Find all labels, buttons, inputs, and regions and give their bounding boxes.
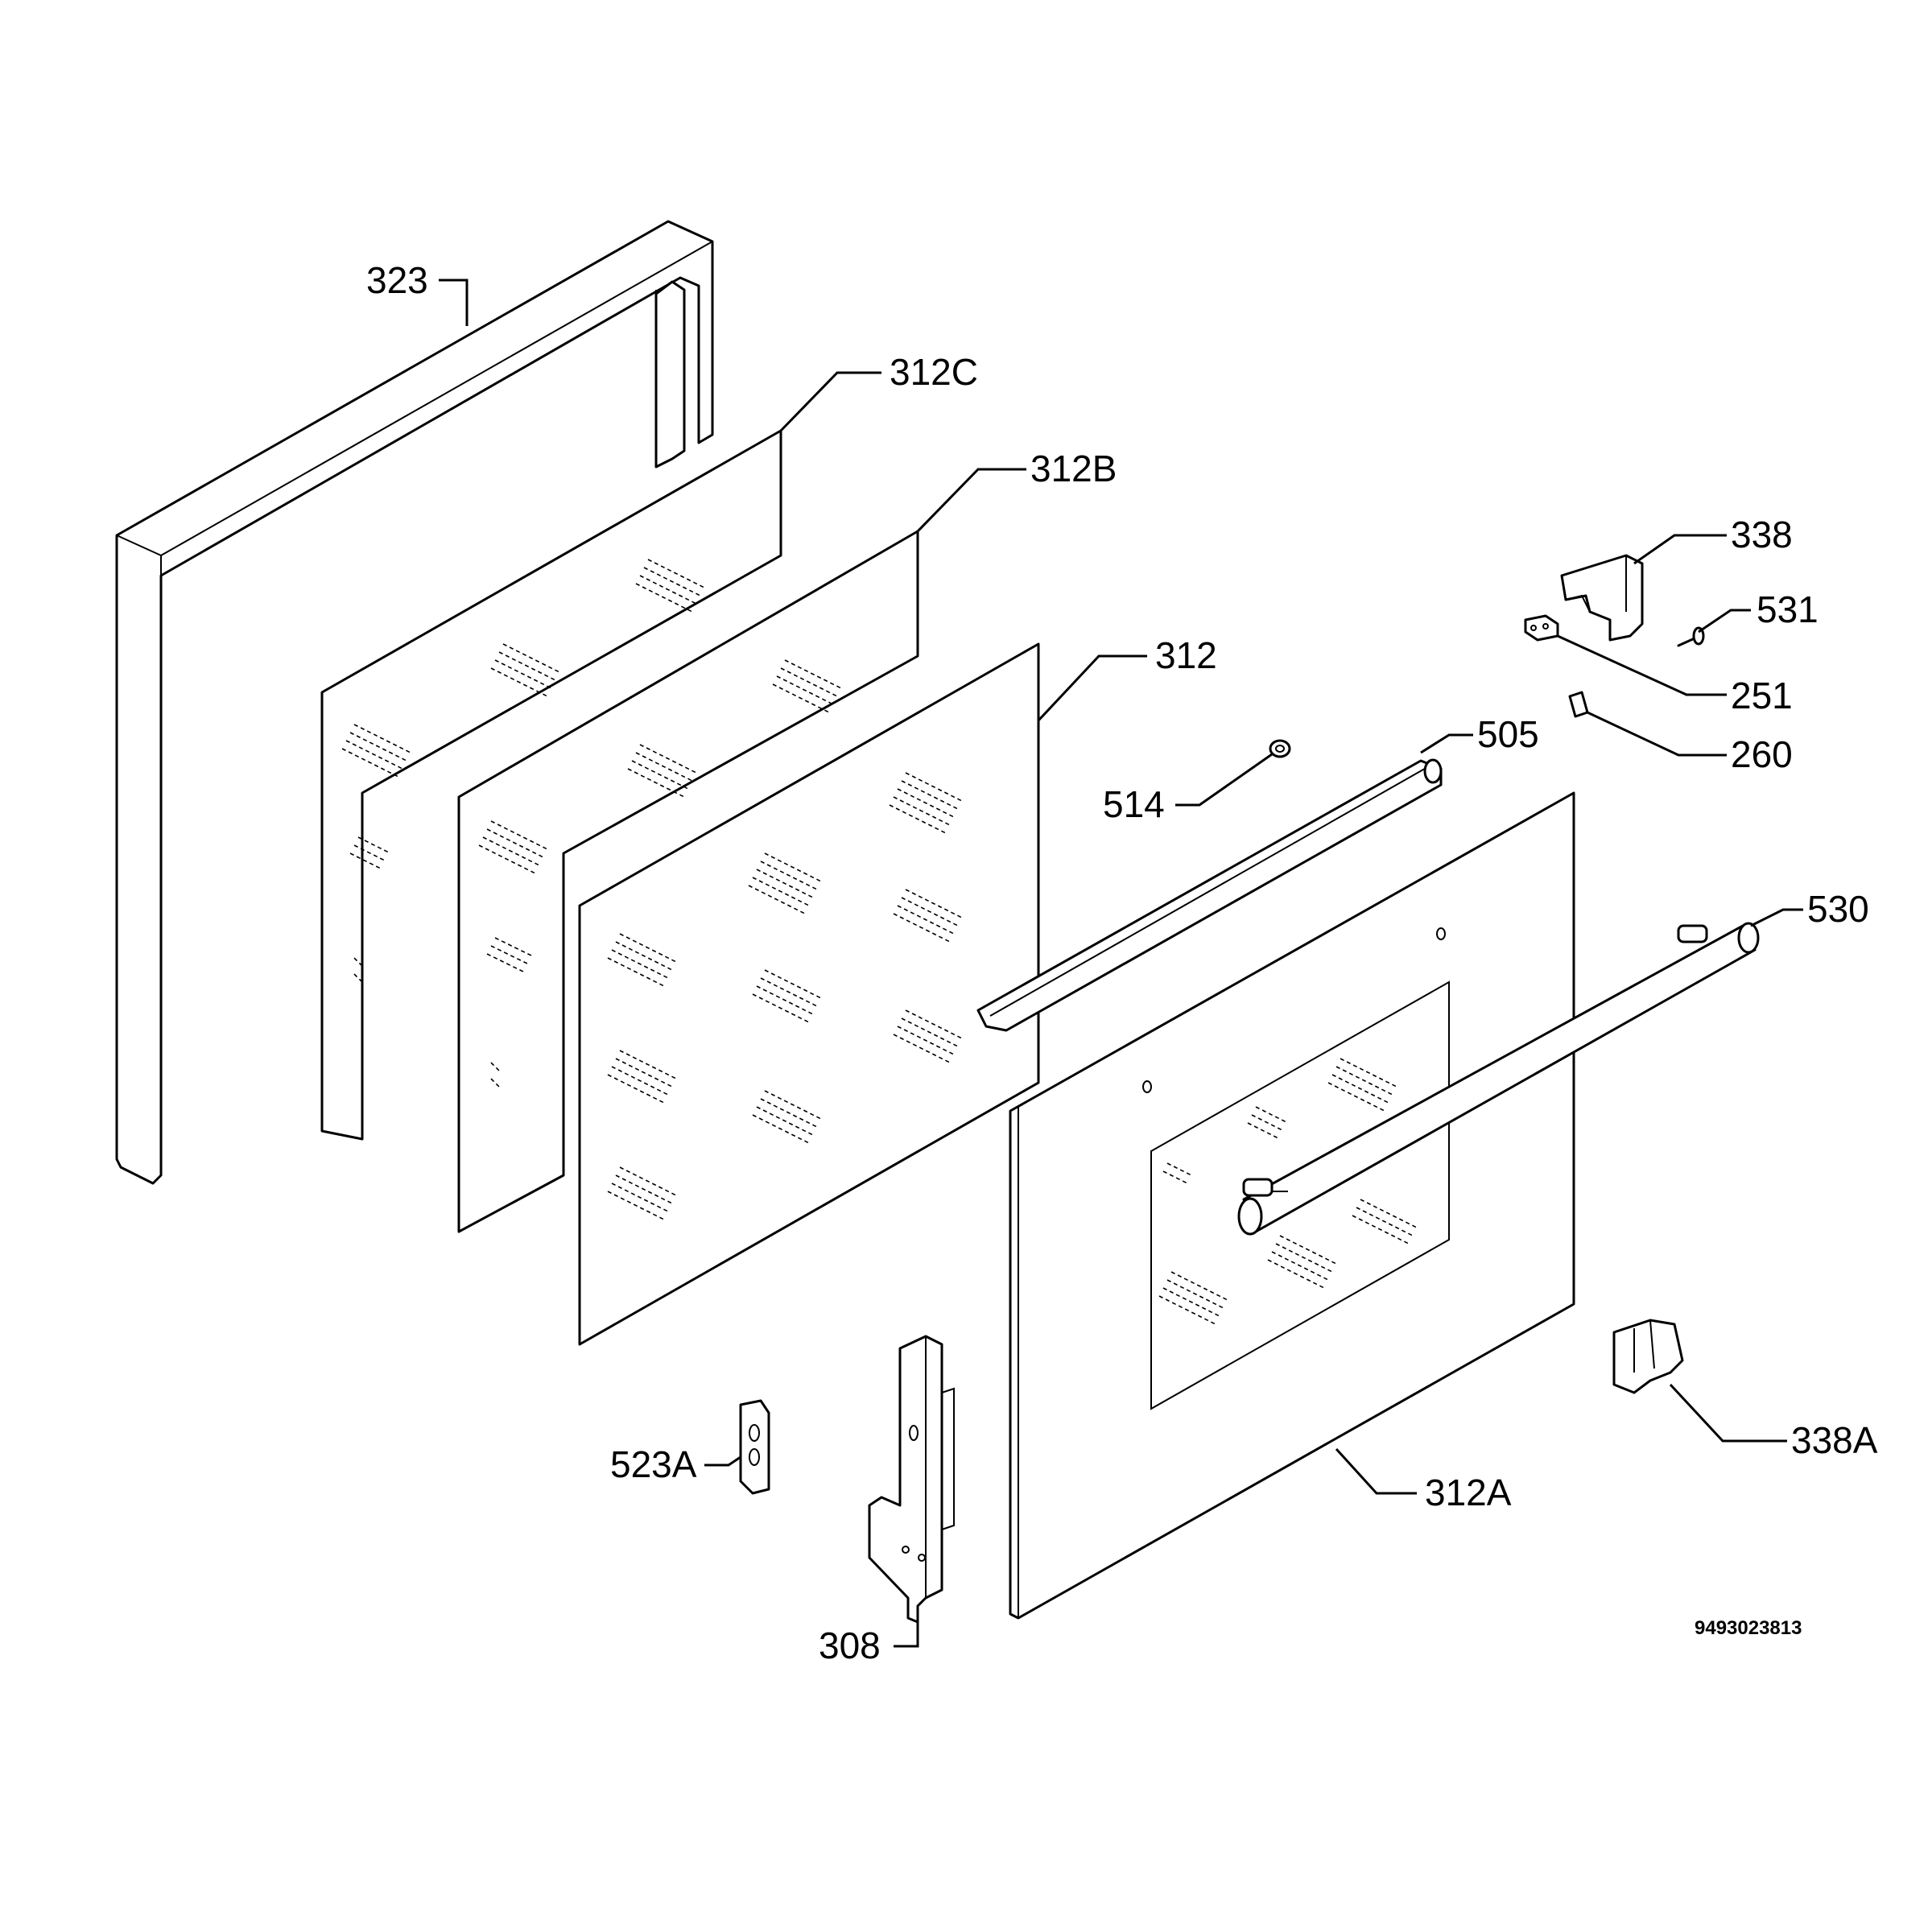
- part-338-end-cap: [1560, 554, 1644, 642]
- part-labels: 323 312C 312B 312 338 531 251 260 505 51…: [366, 259, 1878, 1666]
- label-312: 312: [1155, 634, 1217, 676]
- label-523A: 523A: [610, 1443, 697, 1485]
- part-514-nut: [1269, 739, 1291, 758]
- part-251-clip: [1524, 614, 1559, 642]
- leader-251: [1557, 634, 1727, 696]
- document-number: 9493023813: [1695, 1617, 1802, 1639]
- part-308-hinge: [868, 1335, 955, 1624]
- label-312C: 312C: [890, 351, 978, 393]
- label-530: 530: [1807, 888, 1869, 930]
- part-523A-plate: [739, 1399, 770, 1495]
- leader-530: [1750, 908, 1803, 927]
- glass-hatch-pattern: [341, 559, 705, 983]
- leader-514: [1175, 753, 1273, 807]
- label-531: 531: [1757, 588, 1818, 630]
- label-312A: 312A: [1425, 1472, 1512, 1513]
- part-531-screw: [1677, 626, 1705, 647]
- label-312B: 312B: [1030, 448, 1117, 489]
- leader-523A: [704, 1455, 741, 1467]
- glass-hatch-pattern: [478, 659, 842, 1088]
- part-530-door-handle: [1237, 922, 1760, 1236]
- leader-531: [1698, 609, 1751, 634]
- label-505: 505: [1477, 713, 1539, 755]
- leader-338: [1633, 534, 1727, 565]
- label-323: 323: [366, 259, 428, 301]
- leader-312: [1037, 654, 1147, 722]
- label-338: 338: [1731, 514, 1793, 555]
- glass-hatch-pattern: [1158, 1058, 1418, 1325]
- leader-323: [439, 279, 469, 326]
- part-260-block: [1568, 691, 1589, 718]
- leader-312B: [916, 468, 1026, 533]
- part-323-door-frame: [115, 220, 714, 1185]
- glass-hatch-pattern: [607, 772, 963, 1220]
- label-514: 514: [1103, 783, 1165, 825]
- leader-505: [1420, 733, 1473, 754]
- part-338A-end-cap: [1612, 1319, 1684, 1394]
- leader-338A: [1669, 1383, 1787, 1443]
- leader-312C: [779, 371, 881, 432]
- part-312-glass-panel: [578, 642, 1040, 1346]
- leader-260: [1587, 711, 1727, 757]
- leader-308: [894, 1622, 919, 1648]
- leader-312A: [1335, 1447, 1417, 1495]
- label-251: 251: [1731, 675, 1793, 716]
- label-308: 308: [819, 1624, 881, 1666]
- part-505-trim-strip: [976, 758, 1443, 1032]
- label-260: 260: [1731, 733, 1793, 775]
- leader-lines: [439, 279, 1803, 1648]
- label-338A: 338A: [1791, 1419, 1878, 1461]
